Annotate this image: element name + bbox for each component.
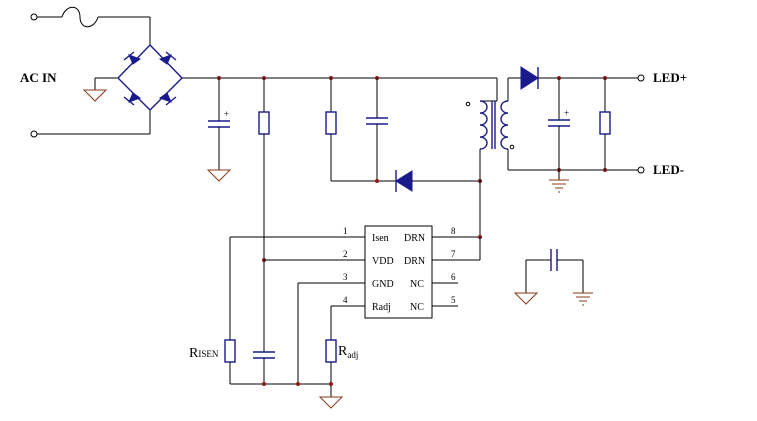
bridge-rectifier bbox=[117, 43, 183, 111]
pin-1-number: 1 bbox=[343, 226, 348, 236]
pin-2-number: 2 bbox=[343, 249, 348, 259]
earth-ground-icon bbox=[573, 292, 593, 306]
controller-ic: 1 2 3 4 8 7 6 5 Isen VDD GND Radj DRN DR… bbox=[230, 225, 482, 319]
ground-icon bbox=[513, 292, 539, 305]
bulk-capacitor: + bbox=[206, 78, 232, 182]
snubber-network bbox=[325, 78, 482, 192]
led-plus-label: LED+ bbox=[653, 70, 687, 85]
pin-drn-label-8: DRN bbox=[404, 233, 425, 244]
ground-icon bbox=[318, 396, 344, 409]
diode-icon bbox=[128, 92, 142, 103]
ground-icon bbox=[82, 89, 108, 102]
fuse-icon bbox=[61, 6, 99, 28]
ac-terminal-bottom bbox=[30, 130, 38, 138]
radj-resistor bbox=[325, 339, 337, 363]
pin-drn-label-7: DRN bbox=[404, 256, 425, 267]
pin-isen-label: Isen bbox=[372, 233, 389, 244]
transformer bbox=[465, 78, 515, 260]
y-capacitor bbox=[513, 249, 593, 306]
risen-label: RISEN bbox=[189, 346, 219, 361]
led-minus-label: LED- bbox=[653, 162, 684, 177]
pin-5-number: 5 bbox=[451, 295, 456, 305]
output-diode-icon bbox=[520, 66, 539, 90]
led-minus-terminal bbox=[637, 166, 645, 174]
secondary-winding bbox=[500, 100, 509, 150]
pin-8-number: 8 bbox=[451, 226, 456, 236]
pin-vdd-label: VDD bbox=[372, 256, 394, 267]
pin-nc-label-6: NC bbox=[410, 279, 424, 290]
primary-winding bbox=[479, 100, 488, 150]
diode-icon bbox=[158, 92, 172, 103]
pin-nc-label-5: NC bbox=[410, 302, 424, 313]
pin-7-number: 7 bbox=[451, 249, 456, 259]
ic-body bbox=[364, 225, 433, 319]
diode-icon bbox=[158, 54, 172, 65]
ac-terminal-top bbox=[30, 13, 38, 21]
diode-icon bbox=[128, 54, 142, 65]
pin-radj-label: Radj bbox=[372, 302, 391, 313]
earth-ground-icon bbox=[549, 179, 569, 193]
ac-in-label: AC IN bbox=[20, 70, 57, 85]
diode-icon bbox=[395, 170, 413, 192]
output-section: + bbox=[508, 66, 645, 193]
pin-3-number: 3 bbox=[343, 272, 348, 282]
led-plus-terminal bbox=[637, 74, 645, 82]
pin-6-number: 6 bbox=[451, 272, 456, 282]
svg-text:+: + bbox=[224, 109, 229, 119]
risen-resistor bbox=[224, 339, 236, 363]
ac-input-section bbox=[30, 6, 151, 138]
ground-icon bbox=[206, 169, 232, 182]
pin-4-number: 4 bbox=[343, 295, 348, 305]
radj-label: Radj bbox=[338, 344, 358, 360]
pin-gnd-label: GND bbox=[372, 279, 394, 290]
sense-network bbox=[224, 237, 344, 409]
svg-text:+: + bbox=[564, 108, 569, 118]
